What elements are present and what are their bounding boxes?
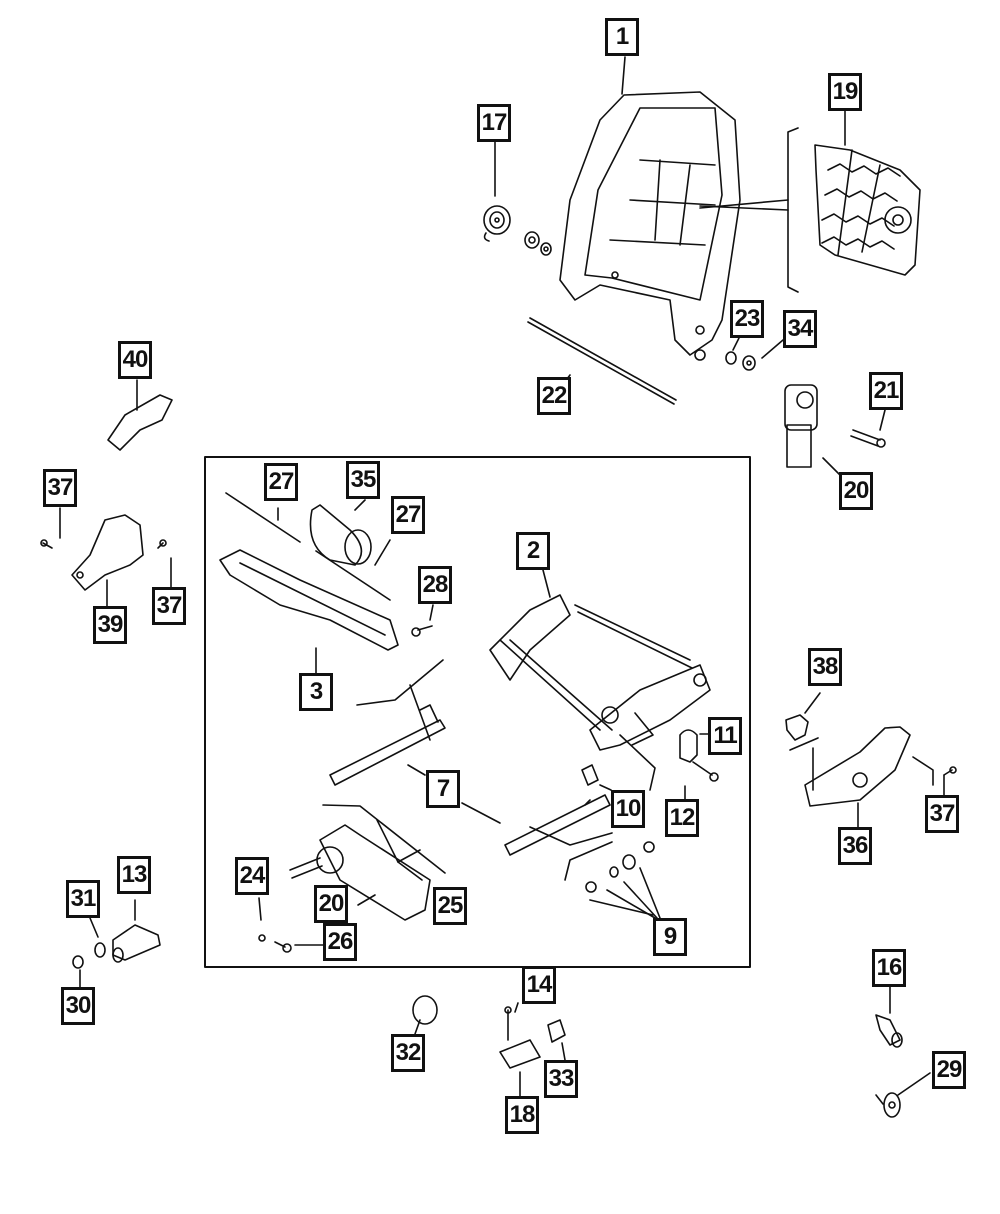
callout-16[interactable]: 16 (872, 949, 906, 987)
callout-9[interactable]: 9 (653, 918, 687, 956)
spring-part (483, 205, 552, 256)
bolt-29-part (875, 1092, 901, 1118)
callout-17[interactable]: 17 (477, 104, 511, 142)
cushion-frame-part (489, 594, 711, 751)
callout-37[interactable]: 37 (43, 469, 77, 507)
bolt-16-part (875, 1014, 903, 1048)
clip-and-bolt-parts (581, 729, 719, 786)
callout-3[interactable]: 3 (299, 673, 333, 711)
callout-2[interactable]: 2 (516, 532, 550, 570)
washer-31-part (94, 942, 106, 958)
callout-29[interactable]: 29 (932, 1051, 966, 1089)
screw-parts (40, 539, 957, 776)
side-shield-part (71, 514, 144, 591)
callout-20[interactable]: 20 (839, 472, 873, 510)
assembly-group-frame (204, 456, 751, 968)
callout-22[interactable]: 22 (537, 377, 571, 415)
callout-25[interactable]: 25 (433, 887, 467, 925)
callout-21[interactable]: 21 (869, 372, 903, 410)
callout-14[interactable]: 14 (522, 966, 556, 1004)
callout-26[interactable]: 26 (323, 923, 357, 961)
callout-35[interactable]: 35 (346, 461, 380, 499)
callout-12[interactable]: 12 (665, 799, 699, 837)
callout-34[interactable]: 34 (783, 310, 817, 348)
plate-18-part (499, 1039, 541, 1069)
seatback-frame-part (559, 91, 741, 361)
callout-18[interactable]: 18 (505, 1096, 539, 1134)
callout-31[interactable]: 31 (66, 880, 100, 918)
screw-30-part (72, 955, 84, 969)
callout-30[interactable]: 30 (61, 987, 95, 1025)
callout-1[interactable]: 1 (605, 18, 639, 56)
rivet-14-part (504, 1006, 512, 1041)
callout-33[interactable]: 33 (544, 1060, 578, 1098)
callout-32[interactable]: 32 (391, 1034, 425, 1072)
bushing-fastener-parts (585, 841, 655, 893)
callout-37[interactable]: 37 (152, 587, 186, 625)
grommet-32-part (412, 995, 438, 1025)
actuator-cylinder-part (309, 504, 372, 566)
washer-parts (725, 351, 756, 371)
callout-38[interactable]: 38 (808, 648, 842, 686)
track-motor-part (289, 824, 431, 921)
callout-11[interactable]: 11 (708, 717, 742, 755)
callout-19[interactable]: 19 (828, 73, 862, 111)
callout-39[interactable]: 39 (93, 606, 127, 644)
small-fastener-parts (258, 934, 292, 953)
clip-33-part (547, 1019, 566, 1043)
callout-36[interactable]: 36 (838, 827, 872, 865)
trim-clip-part (785, 714, 809, 741)
callout-24[interactable]: 24 (235, 857, 269, 895)
callout-27[interactable]: 27 (264, 463, 298, 501)
cover-13-part (112, 924, 161, 963)
lower-track-part (219, 549, 399, 651)
callout-13[interactable]: 13 (117, 856, 151, 894)
callout-10[interactable]: 10 (611, 790, 645, 828)
callout-23[interactable]: 23 (730, 300, 764, 338)
trim-bracket-part (107, 394, 173, 451)
torsion-rod-part (527, 317, 677, 405)
bolt-part (850, 429, 886, 448)
callout-20[interactable]: 20 (314, 885, 348, 923)
lumbar-support-part (814, 144, 921, 276)
recliner-motor-part (784, 384, 818, 468)
callout-40[interactable]: 40 (118, 341, 152, 379)
callout-37[interactable]: 37 (925, 795, 959, 833)
callout-7[interactable]: 7 (426, 770, 460, 808)
callout-27[interactable]: 27 (391, 496, 425, 534)
bolt-28-part (411, 625, 433, 637)
seat-track-rail-parts (329, 704, 611, 856)
side-shield-36-part (804, 726, 911, 807)
callout-28[interactable]: 28 (418, 566, 452, 604)
